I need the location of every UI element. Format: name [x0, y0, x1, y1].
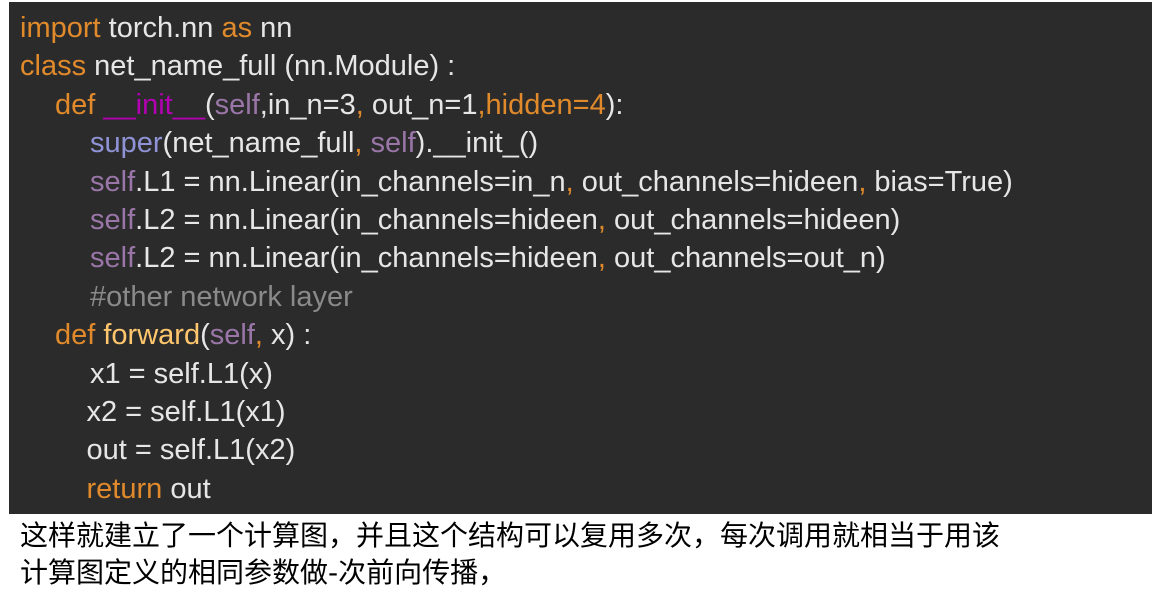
code-token: forward: [103, 319, 201, 352]
code-line: class net_name_full (nn.Module) :: [20, 47, 1152, 85]
code-line: self.L2 = nn.Linear(in_channels=hideen, …: [20, 239, 1152, 277]
code-line: x2 = self.L1(x1): [20, 393, 1152, 431]
code-token: x2 = self.L1(x1): [86, 395, 286, 428]
code-token: self: [214, 88, 260, 121]
code-token: return: [86, 472, 163, 505]
code-token: __init__: [103, 88, 205, 121]
code-token: torch.nn: [100, 12, 222, 44]
code-token: ):: [605, 88, 624, 121]
code-line: return out: [20, 470, 1152, 508]
code-token: ,: [597, 203, 606, 236]
code-token: out_channels=out_n): [605, 242, 886, 275]
code-line: x1 = self.L1(x): [20, 355, 1152, 393]
code-token: ,: [254, 319, 263, 352]
code-token: self: [370, 127, 416, 160]
code-token: ,: [597, 242, 606, 275]
code-line: self.L1 = nn.Linear(in_channels=in_n, ou…: [20, 163, 1152, 201]
code-token: ,: [565, 165, 574, 198]
code-line: def forward(self, x) :: [20, 316, 1152, 354]
code-token: as: [221, 12, 253, 44]
code-token: bias=True): [866, 165, 1013, 198]
code-line: #other network layer: [20, 278, 1152, 316]
code-token: out_channels=hideen): [605, 203, 901, 236]
code-line: super(net_name_full, self).__init_(): [20, 124, 1152, 162]
code-token: self: [90, 165, 136, 198]
code-token: class: [20, 50, 87, 83]
code-token: out_channels=hideen: [573, 165, 859, 198]
code-token: def: [55, 319, 104, 352]
code-token: net_name_full (nn.Module) :: [86, 50, 456, 83]
caption-line-2: 计算图定义的相同参数做-次前向传播，: [20, 556, 507, 589]
code-line: out = self.L1(x2): [20, 431, 1152, 469]
code-token: self: [90, 242, 136, 275]
code-token: out: [162, 472, 211, 505]
code-token: import: [20, 12, 101, 44]
code-token: ,hidden=4: [477, 88, 606, 121]
code-token: super: [90, 127, 163, 160]
caption-line-1: 这样就建立了一个计算图，并且这个结构可以复用多次，每次调用就相当于用该: [20, 519, 1001, 552]
code-token: .L2 = nn.Linear(in_channels=hideen: [135, 203, 598, 236]
code-token: .L1 = nn.Linear(in_channels=in_n: [135, 165, 566, 198]
code-token: self: [90, 203, 136, 236]
code-line: self.L2 = nn.Linear(in_channels=hideen, …: [20, 201, 1152, 239]
code-token: ).__init_(): [415, 127, 539, 160]
caption-text: 这样就建立了一个计算图，并且这个结构可以复用多次，每次调用就相当于用该 计算图定…: [20, 517, 1150, 591]
code-token: [362, 127, 370, 159]
code-token: .L2 = nn.Linear(in_channels=hideen: [135, 242, 598, 275]
code-token: ,: [354, 127, 363, 160]
code-token: out = self.L1(x2): [86, 434, 296, 467]
code-token: def: [55, 88, 104, 121]
code-token: nn: [252, 12, 293, 44]
code-line: def __init__(self,in_n=3, out_n=1,hidden…: [20, 86, 1152, 124]
code-token: ,: [858, 165, 867, 198]
code-token: ,in_n=3: [259, 88, 356, 121]
code-token: x1 = self.L1(x): [90, 357, 273, 390]
code-token: ,: [355, 88, 364, 121]
code-token: (: [204, 88, 215, 121]
code-token: out_n=1: [363, 88, 478, 121]
code-token: self: [209, 319, 255, 352]
code-token: x) :: [262, 319, 312, 352]
code-token: (net_name_full: [162, 127, 355, 160]
code-token: (: [200, 319, 210, 352]
code-line: import torch.nn as nn: [20, 9, 1152, 47]
code-token: #other network layer: [90, 280, 353, 313]
